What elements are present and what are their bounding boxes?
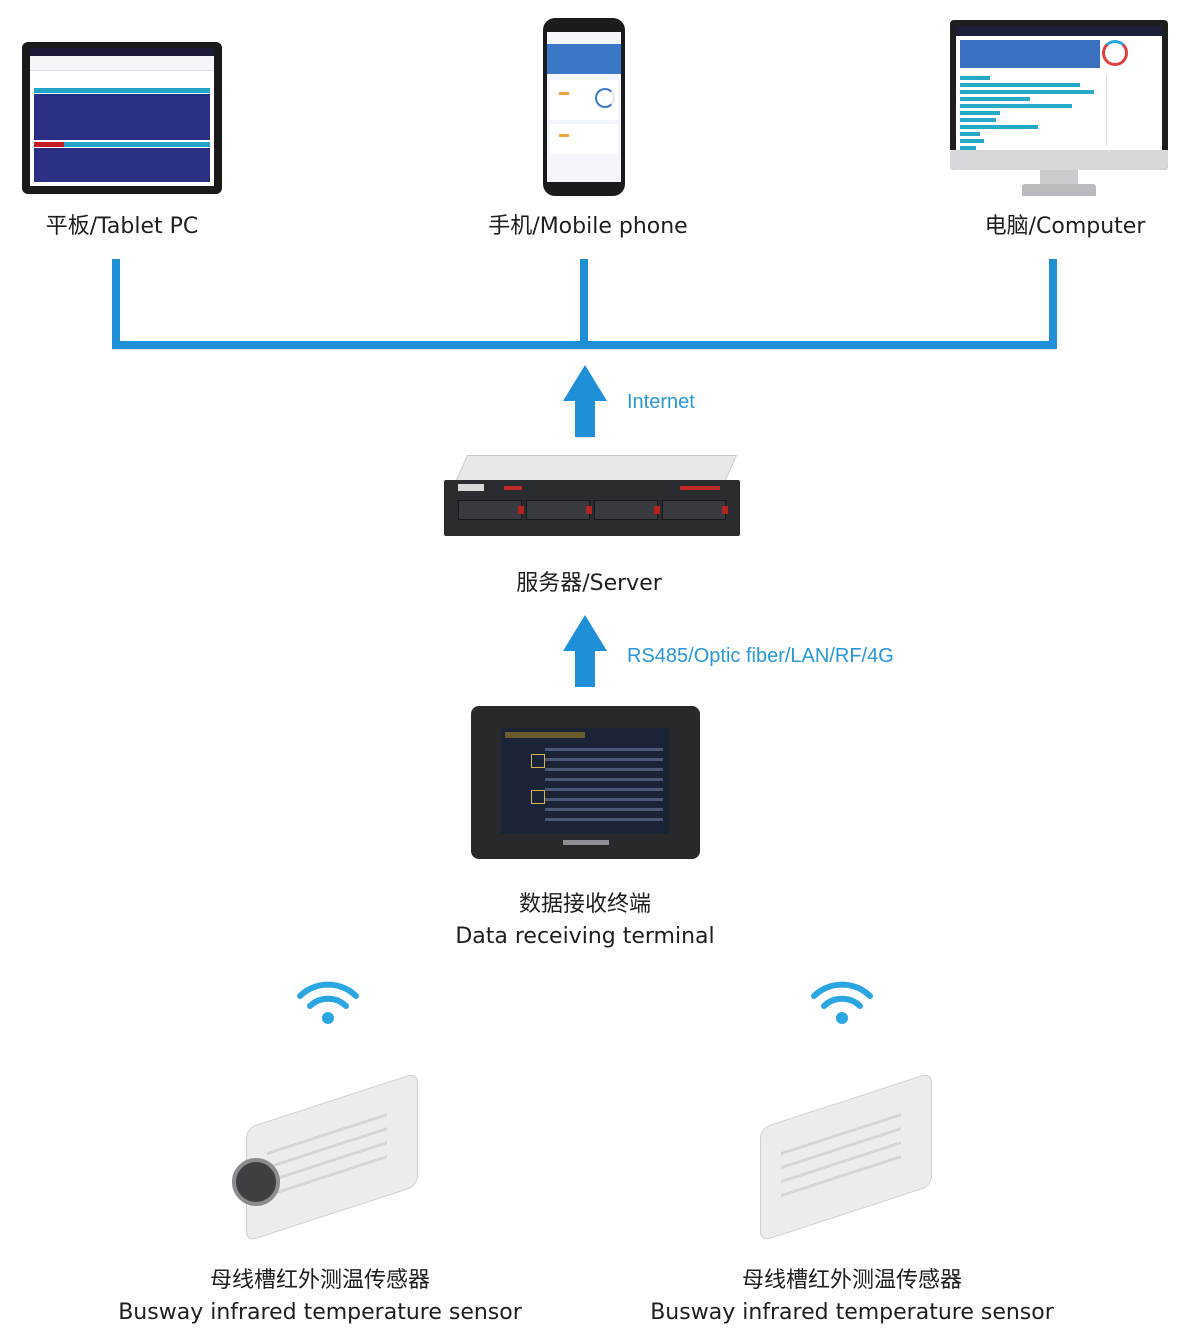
- phone-link-line: [580, 259, 588, 349]
- phone-image: [543, 18, 625, 196]
- server-label: 服务器/Server: [516, 571, 662, 596]
- tablet-label: 平板/Tablet PC: [45, 214, 199, 239]
- tablet-link-line: [112, 259, 120, 349]
- terminal-image: [471, 706, 700, 859]
- monitor-base: [1022, 184, 1096, 196]
- internet-label: Internet: [627, 391, 695, 413]
- terminal-logo: [563, 840, 609, 845]
- monitor-stand: [1040, 170, 1078, 184]
- terminal-server-link-label: RS485/Optic fiber/LAN/RF/4G: [627, 645, 894, 667]
- wifi-icon: [811, 981, 873, 1024]
- terminal-label-cn: 数据接收终端: [518, 892, 651, 917]
- sensor-label-en: Busway infrared temperature sensor: [650, 1300, 1054, 1325]
- tablet-image: [22, 42, 222, 194]
- tablet-screen: [30, 48, 214, 186]
- sensor-label-cn: 母线槽红外测温传感器: [209, 1268, 430, 1293]
- terminal-label-en: Data receiving terminal: [455, 924, 715, 949]
- sensor-label-cn: 母线槽红外测温传感器: [741, 1268, 962, 1293]
- phone-label: 手机/Mobile phone: [488, 214, 688, 239]
- computer-screen: [956, 26, 1162, 150]
- wifi-icon: [297, 981, 359, 1024]
- computer-label: 电脑/Computer: [984, 214, 1146, 239]
- computer-image: [950, 20, 1168, 170]
- internet-arrow-icon: [563, 365, 607, 437]
- phone-screen: [547, 32, 621, 182]
- computer-link-line: [1049, 259, 1057, 349]
- sensor-label-en: Busway infrared temperature sensor: [118, 1300, 522, 1325]
- terminal-screen: [501, 728, 669, 834]
- network-bus-line: [112, 341, 1057, 349]
- terminal-server-arrow-icon: [563, 615, 607, 687]
